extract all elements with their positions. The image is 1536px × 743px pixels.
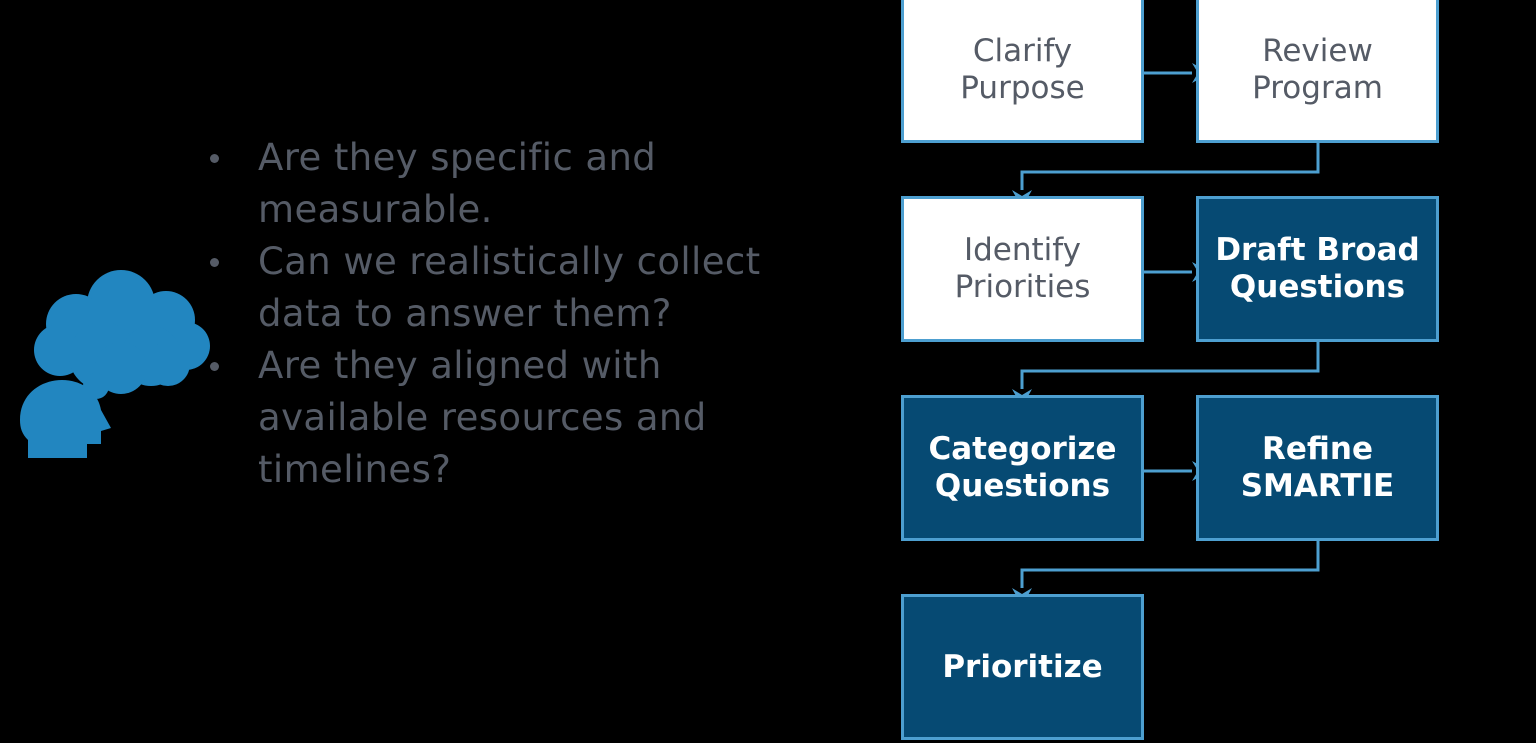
flow-node-clarify-purpose[interactable]: Clarify Purpose bbox=[901, 0, 1144, 143]
list-item: Are they aligned with available resource… bbox=[196, 340, 766, 496]
flow-node-label: Identify Priorities bbox=[954, 232, 1091, 305]
bullet-dot-icon bbox=[210, 362, 219, 371]
bullet-dot-icon bbox=[210, 154, 219, 163]
thinking-head-icon bbox=[8, 268, 223, 458]
flow-node-identify-priorities[interactable]: Identify Priorities bbox=[901, 196, 1144, 342]
flow-node-refine-smartie[interactable]: Refine SMARTIE bbox=[1196, 395, 1439, 541]
list-item: Can we realistically collect data to ans… bbox=[196, 236, 766, 340]
list-item-label: Are they aligned with available resource… bbox=[258, 344, 707, 491]
flow-node-categorize-questions[interactable]: Categorize Questions bbox=[901, 395, 1144, 541]
flow-node-prioritize[interactable]: Prioritize bbox=[901, 594, 1144, 740]
list-item: Are they specific and measurable. bbox=[196, 132, 766, 236]
list-item-label: Are they specific and measurable. bbox=[258, 136, 657, 231]
flow-node-label: Review Program bbox=[1252, 33, 1383, 106]
left-content-panel: Are they specific and measurable. Can we… bbox=[8, 132, 766, 496]
flow-node-label: Draft Broad Questions bbox=[1215, 232, 1420, 305]
process-flowchart: Clarify Purpose Review Program Identify … bbox=[880, 0, 1536, 743]
bullet-dot-icon bbox=[210, 258, 219, 267]
flow-node-label: Clarify Purpose bbox=[960, 33, 1085, 106]
flow-node-label: Refine SMARTIE bbox=[1240, 431, 1395, 504]
list-item-label: Can we realistically collect data to ans… bbox=[258, 240, 761, 335]
flow-node-draft-broad-questions[interactable]: Draft Broad Questions bbox=[1196, 196, 1439, 342]
question-checklist: Are they specific and measurable. Can we… bbox=[196, 132, 766, 496]
flow-node-label: Categorize Questions bbox=[928, 431, 1117, 504]
flow-node-label: Prioritize bbox=[942, 648, 1103, 685]
flow-node-review-program[interactable]: Review Program bbox=[1196, 0, 1439, 143]
